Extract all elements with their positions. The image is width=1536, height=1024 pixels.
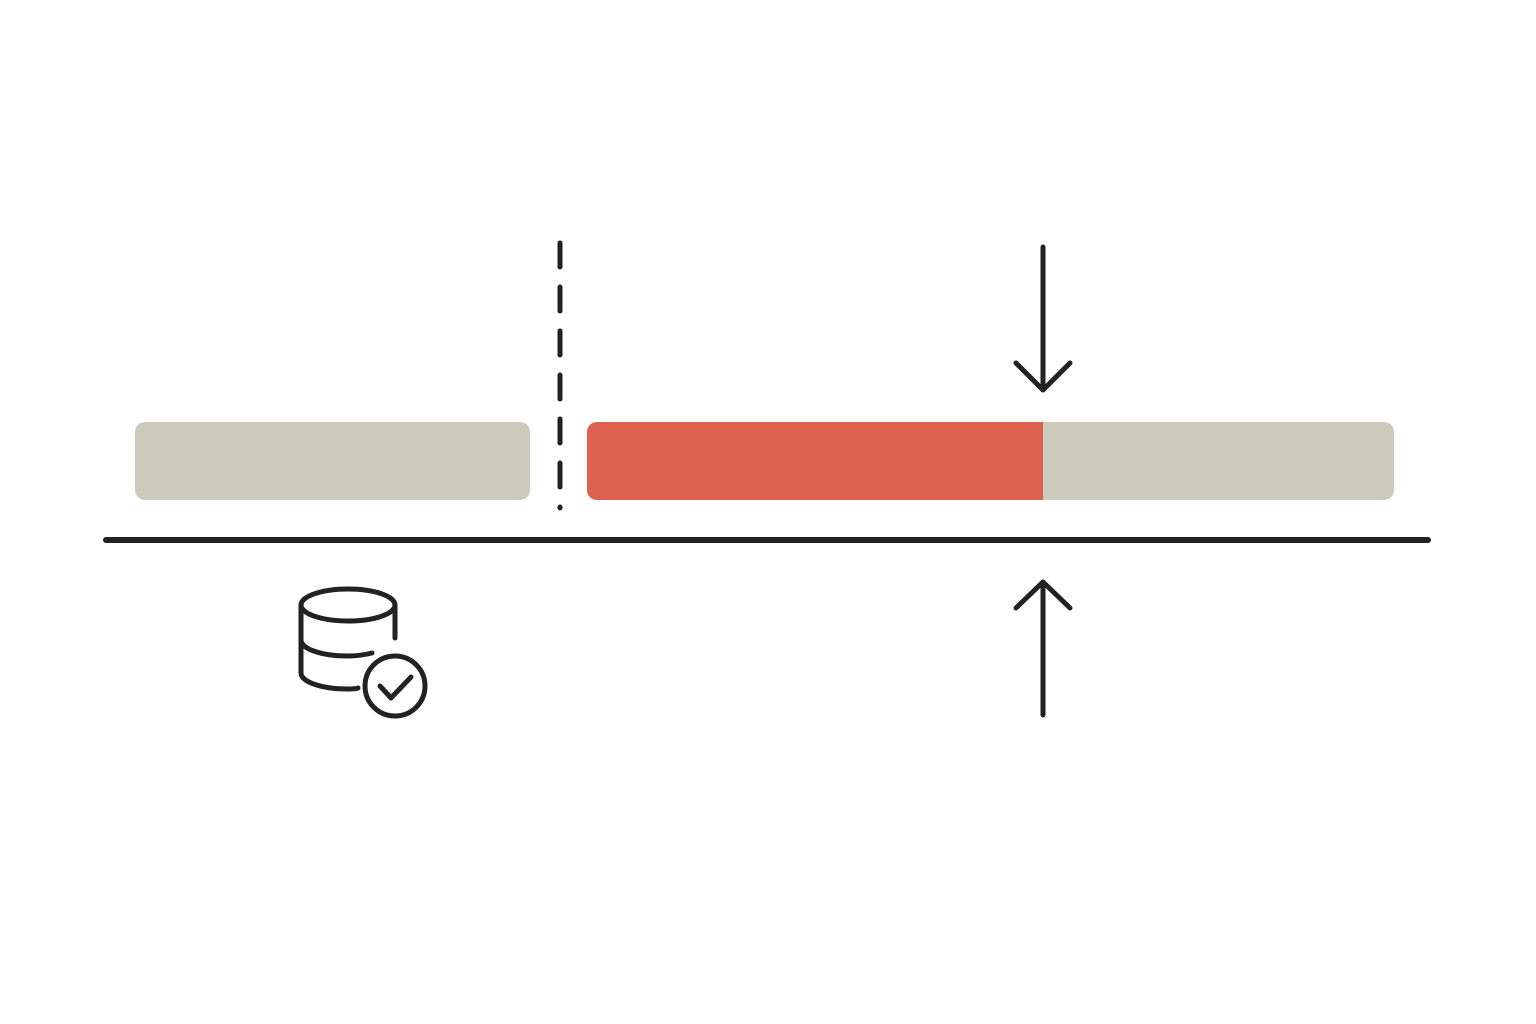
right-progress-bar — [587, 422, 1394, 500]
arrow-down-icon — [1013, 244, 1073, 393]
left-progress-bar — [135, 422, 530, 500]
right-progress-fill — [587, 422, 1043, 500]
arrow-up-icon — [1013, 579, 1073, 718]
database-check-icon — [298, 586, 428, 719]
